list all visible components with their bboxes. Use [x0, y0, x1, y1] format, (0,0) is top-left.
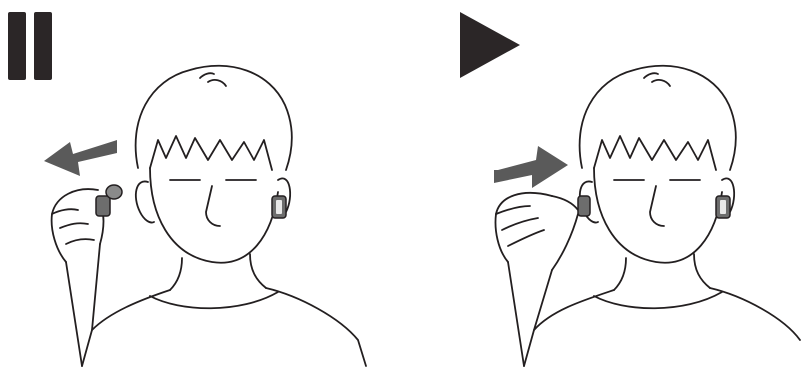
earbud-in-ear — [272, 196, 286, 218]
earbud-in-hand — [96, 185, 122, 216]
remove-earbud-illustration — [0, 0, 402, 369]
panel-remove-earbud — [0, 0, 402, 369]
play-icon — [460, 12, 520, 78]
person-figure — [496, 66, 801, 366]
insert-earbud-illustration — [402, 0, 804, 369]
earbud-being-inserted — [578, 196, 590, 216]
panel-insert-earbud — [402, 0, 804, 369]
arrow-right-icon — [494, 146, 568, 188]
earbud-in-ear — [716, 196, 730, 218]
arrow-left-icon — [44, 140, 117, 176]
pause-icon — [8, 12, 52, 80]
